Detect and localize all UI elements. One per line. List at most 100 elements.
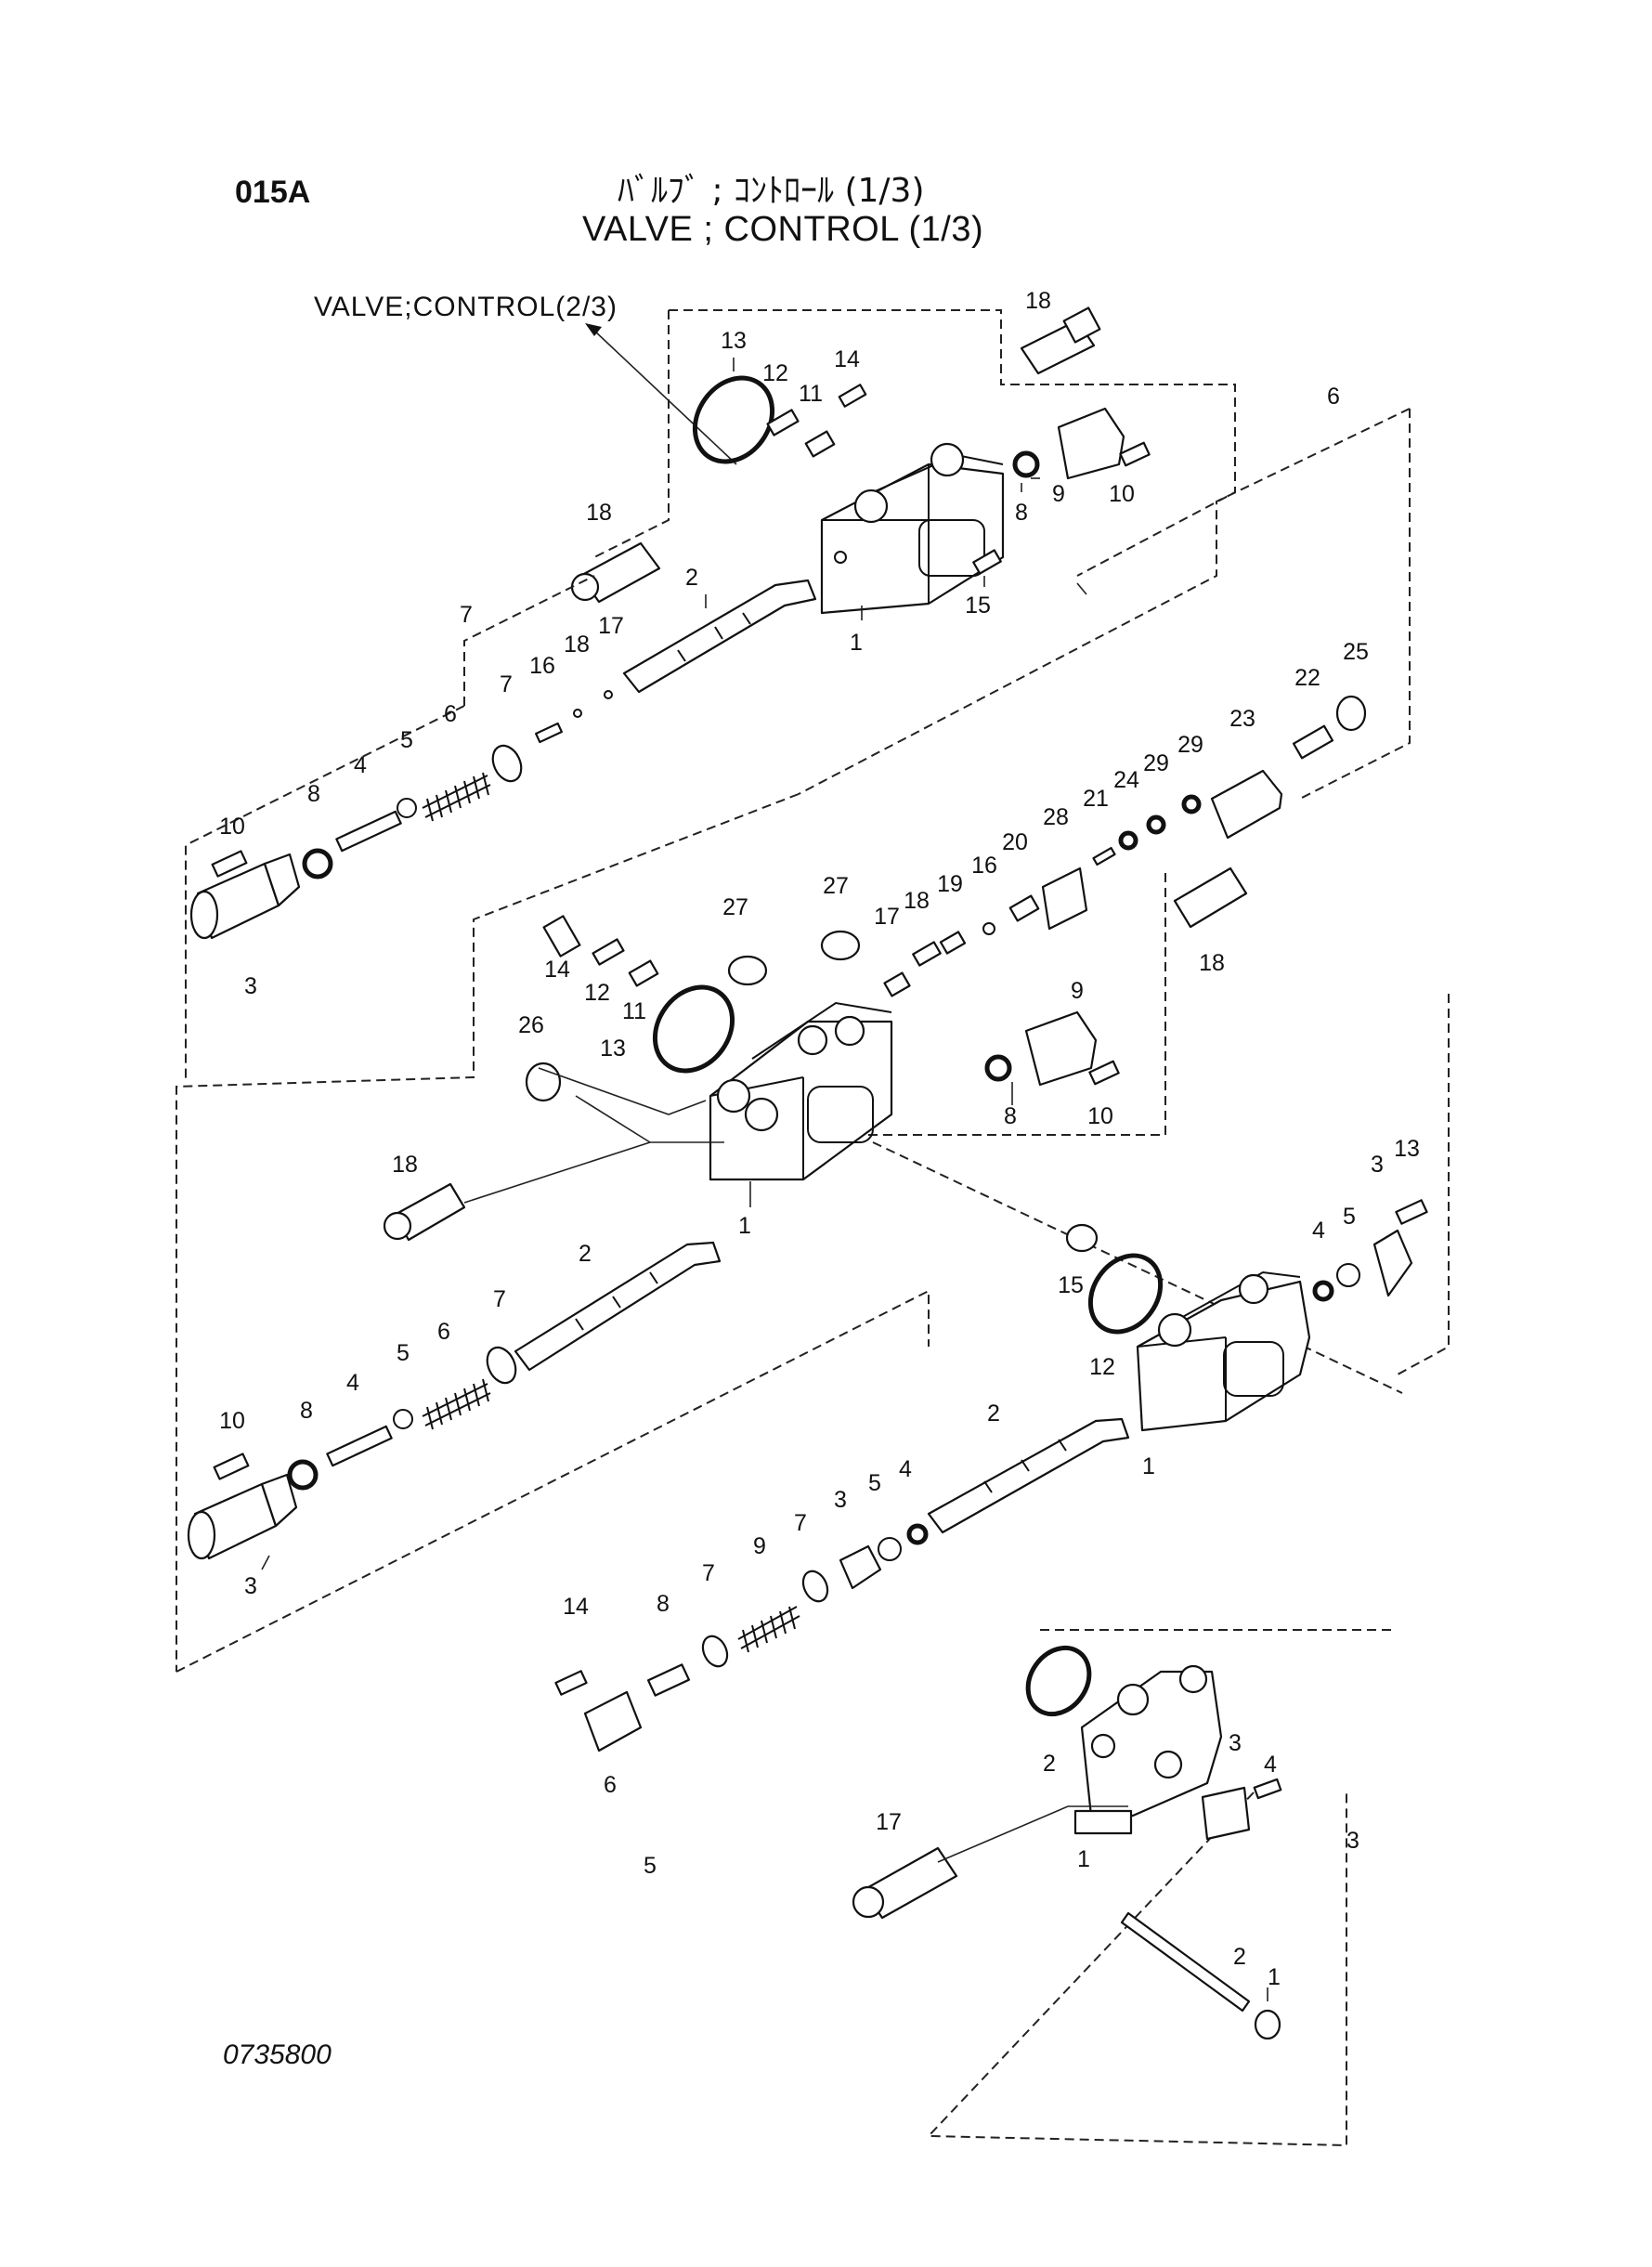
callout-1: 1: [738, 1213, 751, 1239]
callout-13: 13: [1394, 1136, 1420, 1162]
retainer-7-right: [801, 1570, 829, 1603]
callout-8: 8: [300, 1398, 313, 1424]
callout-14: 14: [544, 957, 570, 983]
callout-14: 14: [563, 1594, 589, 1620]
callout-15: 15: [965, 593, 991, 619]
callout-19: 19: [937, 871, 963, 897]
flange-9-top: [1057, 407, 1125, 480]
bolt-4-inlet: [1253, 1778, 1282, 1800]
bolt-13-right: [1395, 1199, 1428, 1225]
relief-valve-18-top-right: [1020, 306, 1101, 375]
washer-5-lower: [393, 1409, 413, 1429]
callout-4: 4: [346, 1370, 359, 1396]
callout-10: 10: [1109, 481, 1135, 507]
o-ring-2-inlet: [1025, 1645, 1092, 1717]
pilot-cap-3-lower: [187, 1473, 298, 1560]
callout-10: 10: [219, 1408, 245, 1434]
callout-3: 3: [1229, 1730, 1242, 1756]
callout-13: 13: [721, 328, 747, 354]
ring-18-upper: [573, 709, 582, 718]
callout-9: 9: [1052, 481, 1065, 507]
o-ring-8-top: [1012, 450, 1040, 478]
o-ring-4-left: [906, 1523, 929, 1545]
bolt-10-middle: [1088, 1060, 1120, 1086]
callout-2: 2: [685, 565, 698, 591]
callout-5: 5: [644, 1853, 657, 1879]
o-ring-8-middle: [984, 1054, 1012, 1082]
screw-19-middle: [939, 931, 967, 955]
relief-valve-18-middle-left: [383, 1182, 466, 1242]
callout-5: 5: [1343, 1204, 1356, 1230]
callout-11: 11: [799, 381, 823, 407]
plug-15-top: [972, 549, 1002, 575]
o-ring-13-middle: [652, 984, 735, 1074]
callout-8: 8: [1015, 500, 1028, 526]
callout-6: 6: [444, 701, 457, 727]
spring-12-middle: [592, 938, 625, 966]
callout-3: 3: [1371, 1152, 1384, 1178]
callout-5: 5: [400, 727, 413, 753]
callout-18: 18: [564, 632, 590, 658]
title-japanese: ﾊﾞﾙﾌﾞ ; ｺﾝﾄﾛｰﾙ (1/3): [618, 172, 925, 210]
spool-lower: [927, 1417, 1130, 1534]
callout-6: 6: [437, 1319, 450, 1345]
callout-3: 3: [244, 1573, 257, 1599]
washer-5-left: [878, 1537, 902, 1561]
callout-6: 6: [1327, 384, 1340, 410]
reference-link-valve-control-2-3[interactable]: VALVE;CONTROL(2/3): [314, 292, 618, 322]
cover-3-left: [839, 1544, 882, 1590]
callout-17: 17: [598, 613, 624, 639]
callout-28: 28: [1043, 804, 1069, 830]
callout-8: 8: [657, 1591, 670, 1617]
plug-15-lower-right: [1065, 1223, 1099, 1253]
page-code: 015A: [235, 175, 311, 210]
retainer-7-left: [701, 1635, 729, 1668]
callout-23: 23: [1229, 706, 1255, 732]
bolt-10-top: [1119, 441, 1151, 467]
pilot-cap-3-upper: [189, 853, 301, 940]
ring-17-upper: [604, 690, 613, 699]
callout-7: 7: [702, 1560, 715, 1586]
relief-valve-17: [852, 1846, 958, 1920]
reference-arrow: [585, 323, 737, 465]
callout-16: 16: [971, 853, 997, 879]
callout-7: 7: [500, 671, 513, 697]
washer-5-right: [1336, 1263, 1360, 1287]
callout-3: 3: [244, 973, 257, 999]
callout-26: 26: [518, 1012, 544, 1038]
bolt-10-lower: [213, 1453, 250, 1480]
group-top-section: [570, 306, 1236, 694]
callout-16: 16: [529, 653, 555, 679]
callout-6: 6: [604, 1772, 617, 1798]
plug-27-right: [820, 930, 861, 961]
poppet-17-middle: [883, 971, 911, 997]
callout-12: 12: [1089, 1354, 1115, 1380]
adjuster-22: [1292, 724, 1334, 760]
plug-11-middle: [628, 959, 659, 987]
bolt-10-upper: [211, 850, 248, 878]
stopper-8-lower: [646, 1663, 691, 1697]
callout-1: 1: [1268, 1964, 1281, 1990]
flange-9-middle: [1024, 1010, 1098, 1087]
plug-20-middle: [1008, 894, 1040, 922]
callout-12: 12: [762, 360, 788, 386]
callout-7: 7: [460, 602, 473, 628]
relief-valve-18-top-left: [570, 541, 661, 604]
callout-3: 3: [1346, 1828, 1359, 1854]
callout-2: 2: [1043, 1751, 1056, 1777]
callout-9: 9: [1071, 978, 1084, 1004]
housing-23: [1210, 769, 1283, 840]
o-ring-4-right: [1312, 1280, 1334, 1302]
plate-3-inlet: [1201, 1786, 1251, 1841]
group-lower-section: [554, 1141, 1428, 2147]
callout-4: 4: [899, 1456, 912, 1482]
callout-15: 15: [1058, 1272, 1084, 1298]
cap-6-lower: [583, 1690, 643, 1752]
group-middle-section: [176, 408, 1450, 1673]
drawing-number: 0735800: [223, 2039, 332, 2070]
plug-27-left: [727, 955, 768, 986]
bolt-14-lower: [554, 1670, 588, 1696]
spring-6-upper: [422, 772, 491, 822]
